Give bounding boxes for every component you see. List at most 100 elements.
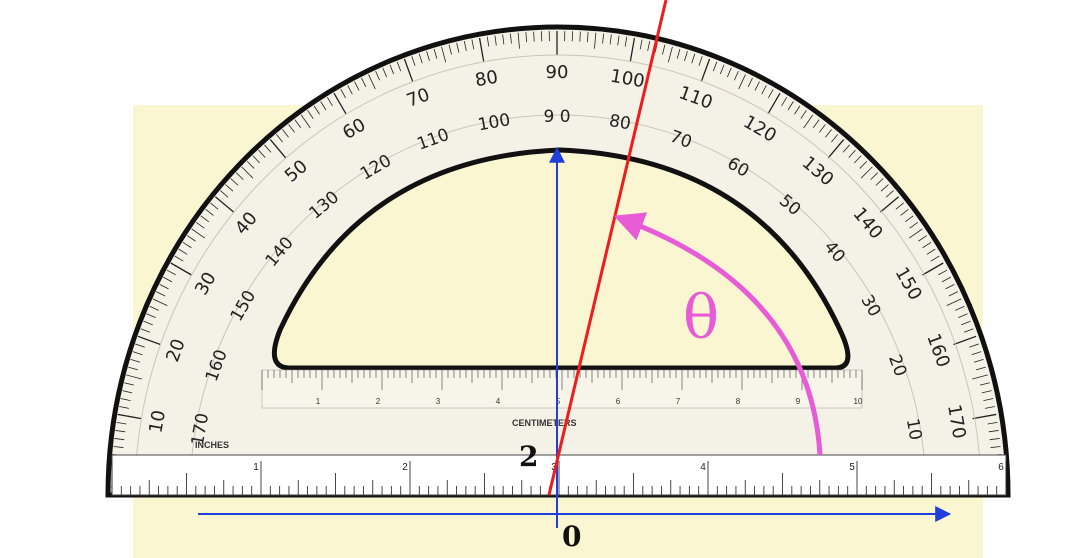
degree-tick [456,42,460,53]
degree-tick [726,67,732,78]
degree-tick [441,46,447,63]
degree-tick [117,413,142,420]
degree-tick [691,53,696,64]
degree-tick [320,101,327,111]
outer-degree-label: 10 [145,409,170,435]
degree-tick [819,124,826,133]
degree-tick [116,422,127,425]
degree-tick [368,74,376,90]
degree-tick [922,241,932,249]
outer-degree-label: 90 [546,62,569,83]
degree-tick [926,248,936,255]
degree-tick [187,235,196,242]
degree-tick [375,70,381,81]
degree-tick [517,32,520,49]
degree-tick [987,422,998,425]
degree-tick [981,390,992,394]
cm-number: 1 [316,397,321,406]
degree-tick [990,446,1001,448]
cm-number: 7 [676,397,681,406]
degree-tick [525,32,527,43]
inner-degree-label: 10 [902,417,925,442]
degree-tick [955,305,965,311]
degree-tick [159,283,169,290]
degree-tick [124,382,135,386]
degree-tick [426,51,430,61]
degree-tick [900,209,909,216]
degree-tick [767,92,781,115]
degree-tick [859,160,868,169]
degree-tick [983,398,994,401]
cm-number: 3 [436,397,441,406]
degree-tick [246,160,255,169]
degree-tick [880,184,889,192]
degree-tick [972,374,988,380]
inches-label: INCHES [195,440,229,450]
degree-tick [738,74,746,90]
degree-tick [235,172,244,180]
cm-number: 8 [736,397,741,406]
degree-tick [361,77,367,88]
degree-tick [149,305,159,311]
degree-tick [787,101,794,111]
degree-tick [909,221,919,229]
degree-tick [114,438,125,441]
degree-tick [126,374,142,380]
degree-tick [155,291,166,297]
degree-tick [895,202,904,210]
degree-tick [113,446,124,448]
degree-tick [941,276,951,283]
degree-tick [195,221,205,229]
degree-tick [333,92,347,115]
degree-tick [647,41,651,52]
label-two: 2 [519,440,538,473]
degree-tick [533,31,535,42]
degree-tick [182,241,192,249]
degree-tick [486,36,490,47]
degree-tick [411,56,416,66]
degree-tick [241,166,254,179]
degree-tick [870,172,879,180]
degree-tick [396,61,402,72]
degree-tick [698,56,703,66]
degree-tick [958,313,968,318]
degree-tick [639,39,643,50]
cm-number: 2 [376,397,381,406]
degree-tick [225,184,234,192]
degree-tick [433,48,438,59]
degree-tick [230,178,239,186]
degree-tick [300,114,311,129]
degree-tick [879,196,900,213]
degree-tick [269,139,287,159]
degree-tick [326,97,333,107]
degree-tick [800,110,807,119]
degree-tick [115,430,126,433]
degree-tick [214,196,235,213]
degree-tick [909,228,923,239]
degree-tick [812,119,820,128]
degree-tick [146,313,156,318]
degree-tick [624,36,628,47]
degree-tick [953,335,977,346]
degree-tick [170,262,192,276]
centimeters-label: CENTIMETERS [512,418,577,428]
degree-tick [667,46,673,63]
cm-number: 10 [854,397,863,406]
degree-tick [848,149,856,158]
degree-tick [803,114,814,129]
degree-tick [418,53,423,64]
degree-tick [264,144,272,153]
degree-tick [205,209,214,216]
degree-tick [938,269,948,276]
cm-number: 9 [796,397,801,406]
cm-number: 6 [616,397,621,406]
degree-tick [617,35,620,46]
degree-tick [961,320,971,326]
inch-number: 1 [253,462,259,473]
degree-tick [502,34,505,45]
degree-tick [128,366,139,371]
degree-tick [220,190,229,198]
degree-tick [152,298,168,307]
degree-tick [827,139,845,159]
